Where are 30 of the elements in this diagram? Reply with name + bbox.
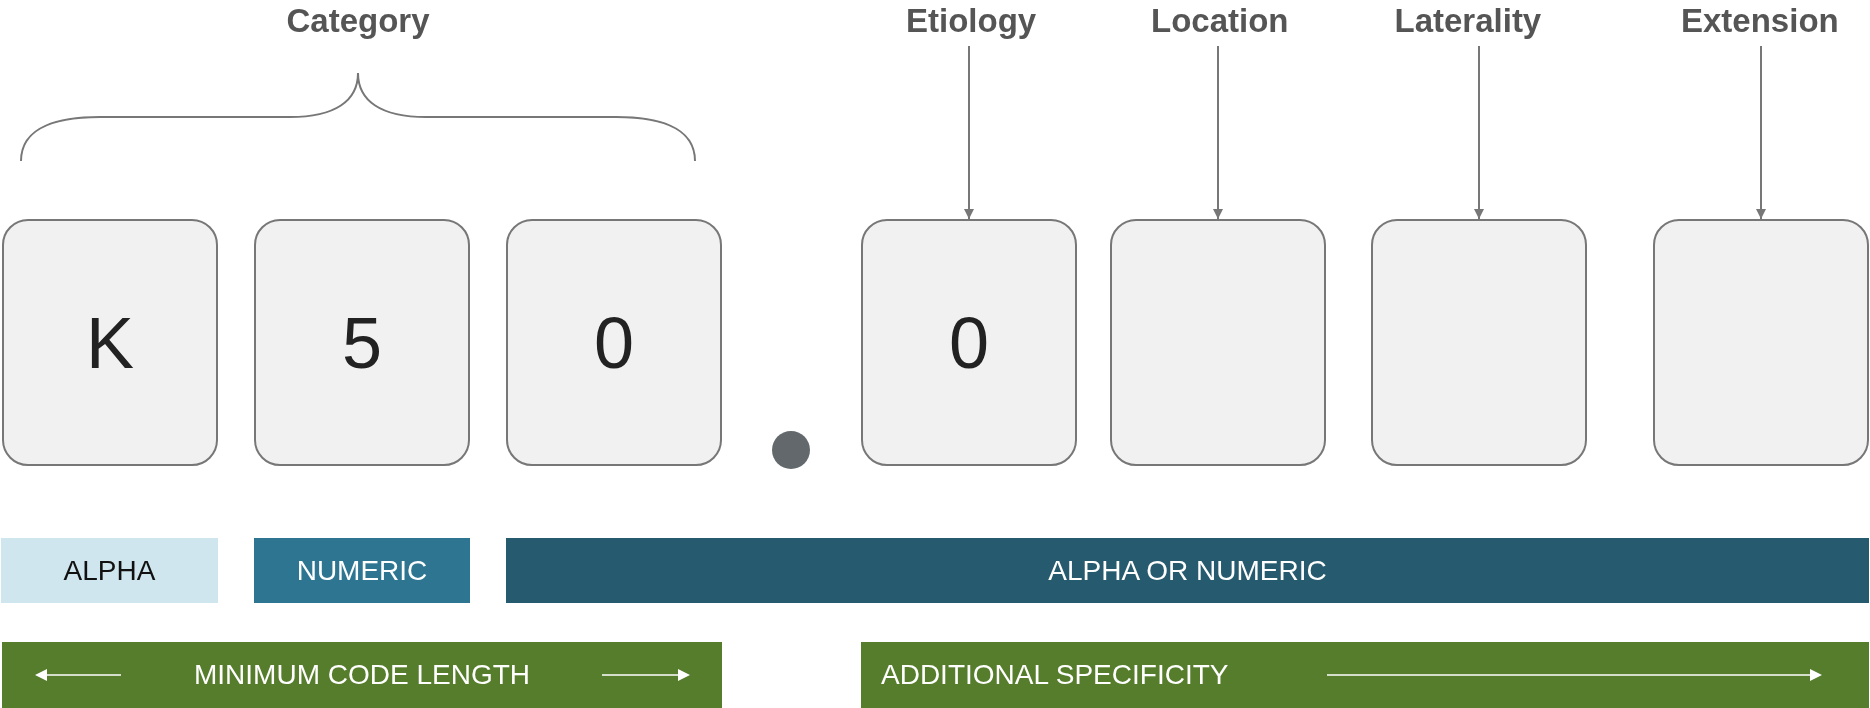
arrow xyxy=(1213,45,1223,220)
code-box xyxy=(506,219,722,466)
code-character: 0 xyxy=(948,302,989,383)
heading-label: Laterality xyxy=(1394,2,1542,40)
banner-bar xyxy=(2,642,722,708)
code-box xyxy=(861,219,1077,466)
arrow xyxy=(964,45,974,220)
bar-label: ALPHA xyxy=(63,554,156,587)
bar-label: NUMERIC xyxy=(296,554,428,587)
bar-label: MINIMUM CODE LENGTH xyxy=(194,659,530,691)
code-box xyxy=(1110,219,1326,466)
group-label: Category xyxy=(286,2,430,40)
code-box xyxy=(1371,219,1587,466)
code-box xyxy=(1653,219,1869,466)
character-type-bar xyxy=(506,538,1869,603)
character-type-bar xyxy=(254,538,470,603)
code-character: 5 xyxy=(341,302,382,383)
code-box xyxy=(254,219,470,466)
heading-label: Etiology xyxy=(906,2,1037,40)
bar-label: ALPHA OR NUMERIC xyxy=(1048,554,1327,587)
heading-label: Extension xyxy=(1681,2,1839,40)
code-box xyxy=(2,219,218,466)
code-character: K xyxy=(86,302,134,383)
code-character: 0 xyxy=(593,302,634,383)
arrow xyxy=(1756,45,1766,220)
character-type-bar xyxy=(1,538,218,603)
arrow xyxy=(1474,45,1484,220)
banner-bar xyxy=(861,642,1869,708)
bar-label: ADDITIONAL SPECIFICITY xyxy=(881,659,1229,691)
heading-label: Location xyxy=(1151,2,1289,40)
